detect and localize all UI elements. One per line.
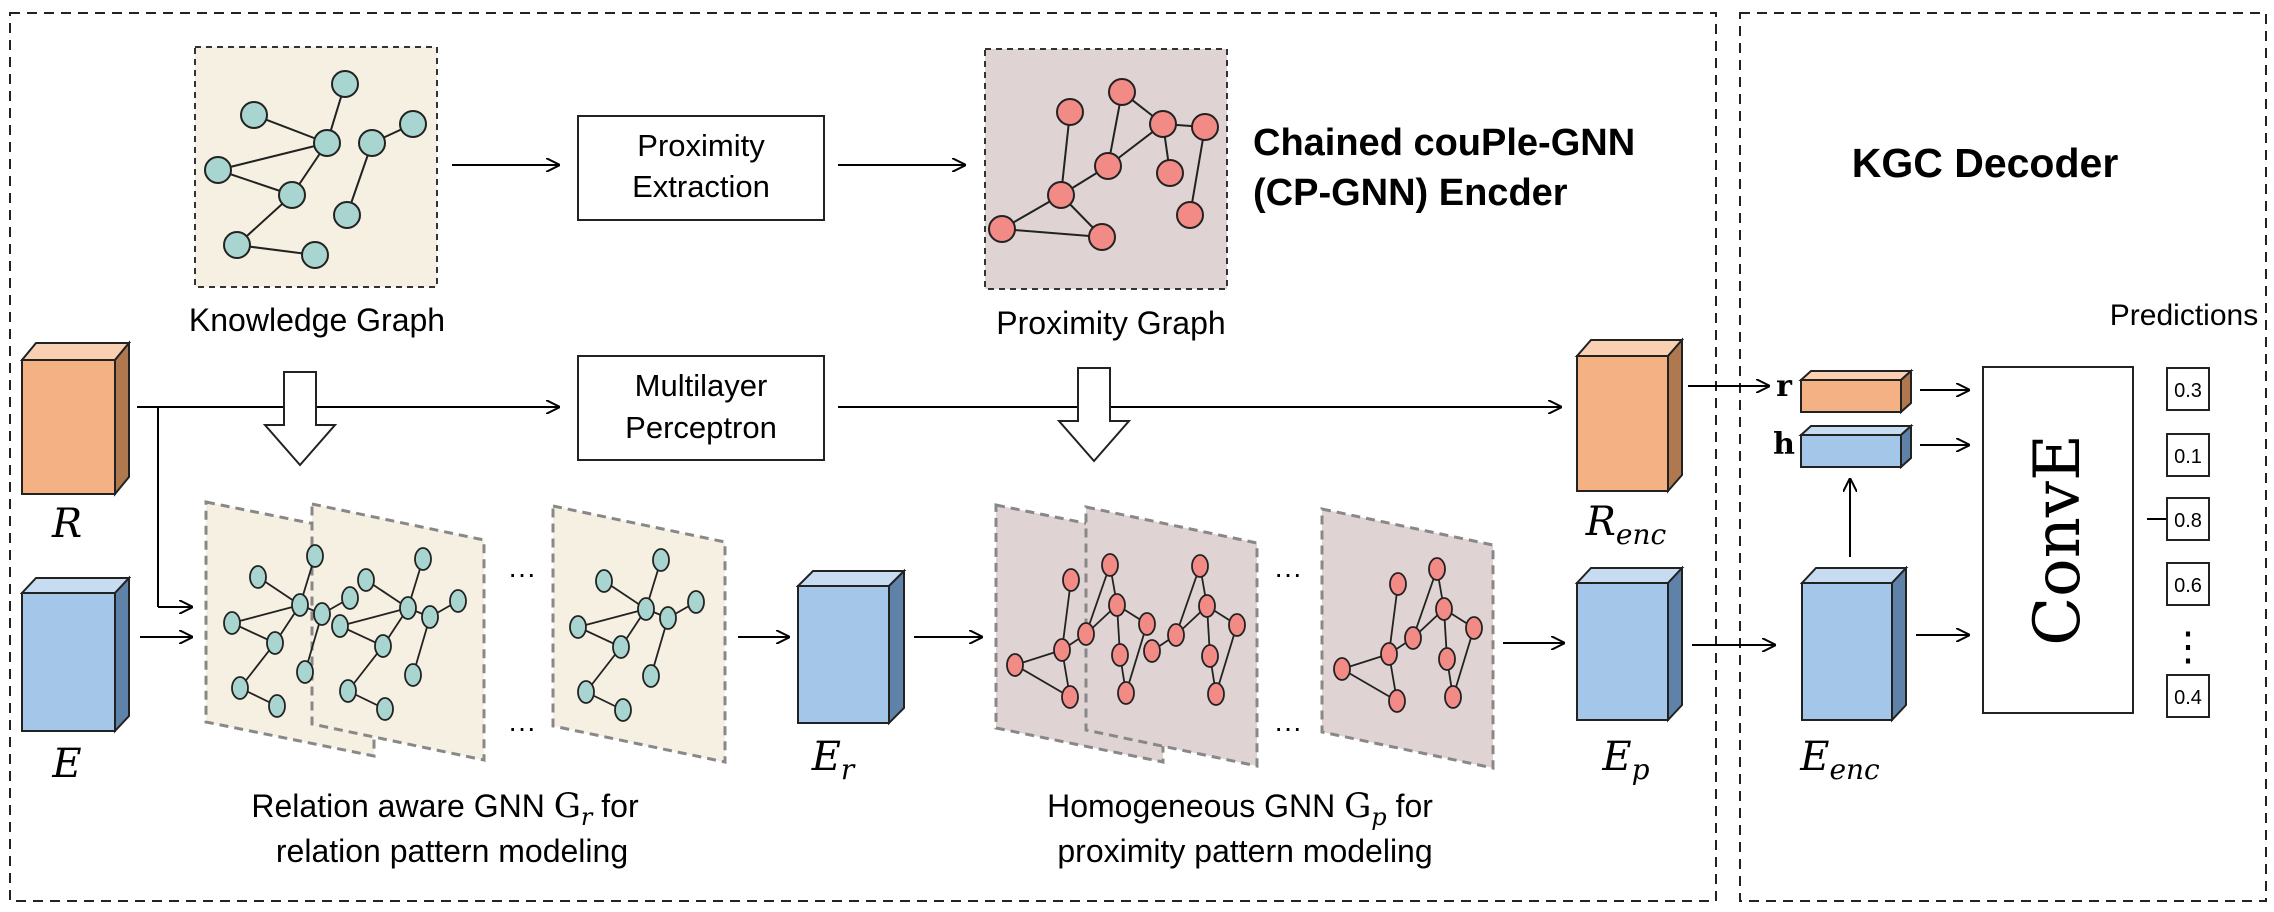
E-block: [19, 575, 132, 734]
prediction-box-2: 0.1: [2166, 433, 2210, 477]
homo-gnn-caption-line1: Homogeneous GNN Gp for: [1047, 786, 1433, 831]
h-label: h: [1773, 427, 1795, 462]
decoder-frame: [1739, 12, 2267, 902]
r-embedding-block: [1798, 368, 1914, 415]
mlp-line2: Perceptron: [625, 410, 777, 445]
prediction-value-1: 0.3: [2174, 380, 2202, 402]
relation-gnn-layer-3: [551, 504, 727, 764]
prediction-value-3: 0.8: [2174, 510, 2202, 532]
encoder-title-line1: Chained couPle-GNN: [1253, 122, 1635, 164]
h-embedding-block: [1798, 423, 1914, 470]
prediction-box-5: 0.4: [2166, 674, 2210, 718]
Renc-label: Renc: [1585, 499, 1667, 551]
encoder-frame: [9, 12, 1717, 902]
mlp-box: [577, 355, 825, 461]
ellipsis-homo-bottom: ···: [1274, 712, 1302, 743]
ellipsis-homo-top: ···: [1274, 558, 1302, 589]
relation-gnn-caption-line2: relation pattern modeling: [276, 833, 628, 869]
homo-gnn-caption-line2: proximity pattern modeling: [1057, 833, 1432, 869]
encoder-title-line2: (CP-GNN) Encder: [1253, 172, 1568, 214]
Er-block: [795, 568, 907, 726]
ellipsis-relation-top: ···: [508, 558, 536, 589]
proximity-graph-label: Proximity Graph: [996, 305, 1225, 341]
hollow-arrow-right: [1056, 367, 1132, 463]
decoder-title: KGC Decoder: [1852, 140, 2119, 186]
knowledge-graph-label: Knowledge Graph: [189, 302, 445, 338]
conve-box: [1982, 366, 2134, 714]
conve-label: ConvE: [2021, 434, 2095, 646]
E-label: E: [51, 741, 81, 787]
proximity-extraction-line1: Proximity: [637, 128, 765, 163]
prediction-box-3: 0.8: [2166, 497, 2210, 541]
Eenc-label: Eenc: [1799, 734, 1880, 786]
proximity-graph: [984, 48, 1228, 290]
proximity-extraction-line2: Extraction: [632, 169, 770, 204]
Eenc-label-sub: enc: [1829, 753, 1880, 786]
r-label: r: [1776, 369, 1793, 404]
prediction-vertical-ellipsis: ⋮: [2168, 625, 2208, 669]
Renc-label-sub: enc: [1616, 518, 1667, 551]
predictions-label: Predictions: [2110, 299, 2258, 332]
prediction-value-5: 0.4: [2174, 687, 2202, 709]
R-block: [19, 340, 132, 497]
prediction-box-4: 0.6: [2166, 562, 2210, 606]
Eenc-block: [1799, 565, 1909, 723]
Ep-block: [1574, 565, 1685, 723]
Er-label-sub: r: [841, 753, 856, 786]
Ep-label: Ep: [1601, 734, 1649, 786]
Ep-label-sub: p: [1632, 753, 1650, 786]
Er-label: Er: [811, 734, 856, 786]
R-label: R: [51, 501, 82, 547]
prediction-value-2: 0.1: [2174, 446, 2202, 468]
prediction-box-1: 0.3: [2166, 367, 2210, 411]
mlp-line1: Multilayer: [635, 368, 768, 403]
prediction-value-4: 0.6: [2174, 575, 2202, 597]
homo-gnn-graphs: [1006, 553, 1483, 713]
relation-gnn-graphs: [223, 544, 705, 722]
Renc-block: [1574, 337, 1685, 494]
ellipsis-relation-bottom: ···: [508, 712, 536, 743]
hollow-arrow-left: [262, 371, 338, 467]
proximity-extraction-box: [577, 115, 825, 221]
knowledge-graph: [194, 46, 438, 288]
relation-gnn-caption-line1: Relation aware GNN Gr for: [251, 786, 639, 831]
